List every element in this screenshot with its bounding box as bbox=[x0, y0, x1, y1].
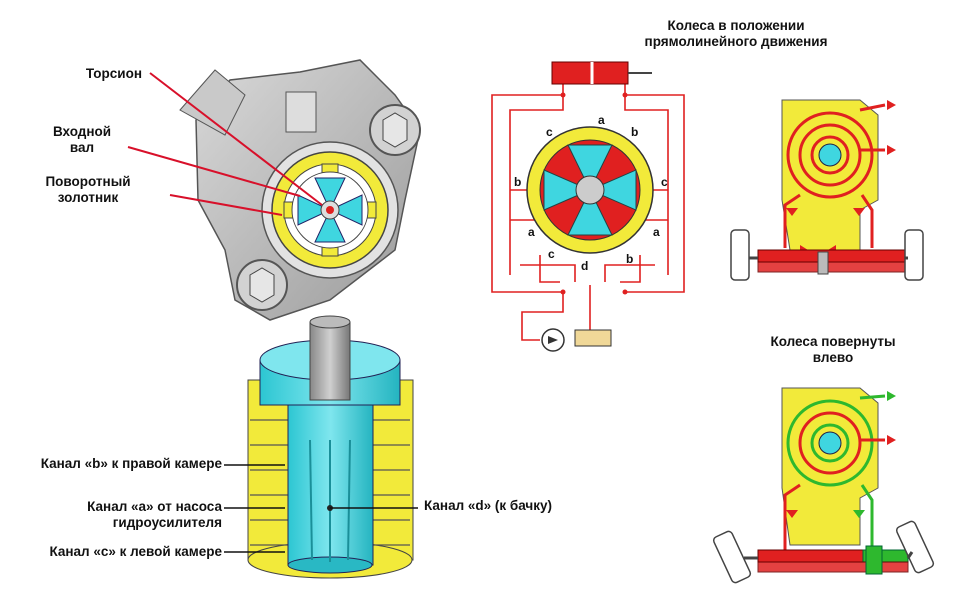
port-c-right: c bbox=[661, 175, 668, 189]
hydraulic-schematic bbox=[491, 61, 685, 352]
steering-left-illustration bbox=[712, 387, 935, 584]
port-a-left: a bbox=[528, 225, 535, 239]
label-input-shaft: Входной вал bbox=[52, 124, 112, 155]
valve-housing-illustration bbox=[179, 59, 421, 321]
leader-lines-top bbox=[127, 72, 323, 216]
label-channel-d: Канал «d» (к бачку) bbox=[424, 498, 553, 513]
port-b-top: b bbox=[631, 125, 638, 139]
label-torsion: Торсион bbox=[85, 66, 142, 81]
label-channel-a: Канал «а» от насоса гидроусилителя bbox=[87, 499, 222, 530]
port-a-right: a bbox=[653, 225, 660, 239]
label-wheels-straight: Колеса в положении прямолинейного движен… bbox=[644, 18, 828, 49]
port-c-top: c bbox=[546, 125, 553, 139]
valve-port-labels: a c b b c a a c d b bbox=[514, 113, 668, 273]
valve-cutaway-illustration bbox=[247, 315, 414, 579]
label-rotary-valve: Поворотный золотник bbox=[45, 174, 131, 205]
steering-straight-illustration bbox=[730, 99, 924, 281]
label-channel-c: Канал «с» к левой камере bbox=[49, 544, 222, 559]
port-d-bottom: d bbox=[581, 259, 588, 273]
port-a-top: a bbox=[598, 113, 605, 127]
port-c-bottom: c bbox=[548, 247, 555, 261]
port-b-bottom: b bbox=[626, 252, 633, 266]
label-wheels-left: Колеса повернуты влево bbox=[770, 334, 896, 365]
leader-lines-bottom bbox=[224, 464, 418, 553]
port-b-left: b bbox=[514, 175, 521, 189]
label-channel-b: Канал «b» к правой камере bbox=[40, 456, 222, 471]
